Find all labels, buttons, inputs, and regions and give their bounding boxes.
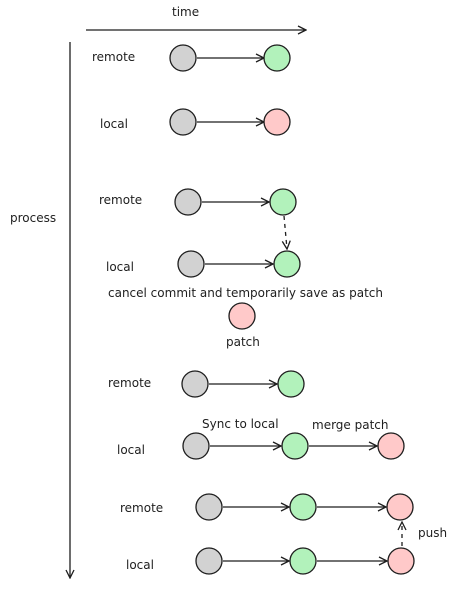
stage2-local-commit-base (177, 250, 205, 278)
stage3-remote-commit-new (277, 370, 305, 398)
stage4-remote-commit-patch (386, 493, 414, 521)
stage3-local-commit-synced (281, 432, 309, 460)
stage3-remote-commit-base (181, 370, 209, 398)
stage2-remote-commit-base (174, 188, 202, 216)
stage4-remote-label: remote (120, 501, 164, 515)
stage2-remote-commit-new (269, 188, 297, 216)
patch-commit (228, 302, 256, 330)
cancel-commit-annotation: cancel commit and temporarily save as pa… (108, 286, 383, 300)
stage2-local-commit-new (273, 250, 301, 278)
stage1-local-label: local (100, 117, 128, 131)
sync-to-local-annotation: Sync to local (202, 417, 279, 431)
push-annotation: push (418, 526, 448, 540)
stage1-local-commit-base (169, 108, 197, 136)
stage2-pull-arrow (284, 215, 287, 249)
stage3-local-label: local (117, 443, 145, 457)
stage4-local-commit-base (195, 547, 223, 575)
patch-label: patch (226, 335, 260, 349)
stage4-local-commit-patch (387, 547, 415, 575)
stage1-local-commit-new (263, 108, 291, 136)
stage4-local-label: local (126, 558, 154, 572)
stage1-remote-commit-base (169, 44, 197, 72)
stage3-remote-label: remote (108, 376, 152, 390)
stage1-remote-commit-new (263, 44, 291, 72)
time-axis-label: time (172, 5, 200, 19)
stage1-remote-label: remote (92, 50, 136, 64)
merge-patch-annotation: merge patch (312, 418, 389, 432)
stage2-local-label: local (106, 260, 134, 274)
stage4-remote-commit-synced (289, 493, 317, 521)
stage3-local-commit-base (182, 432, 210, 460)
stage4-remote-commit-base (195, 493, 223, 521)
stage2-remote-label: remote (99, 193, 143, 207)
process-axis-label: process (10, 211, 57, 225)
stage3-local-commit-patch (377, 432, 405, 460)
stage4-local-commit-synced (289, 547, 317, 575)
